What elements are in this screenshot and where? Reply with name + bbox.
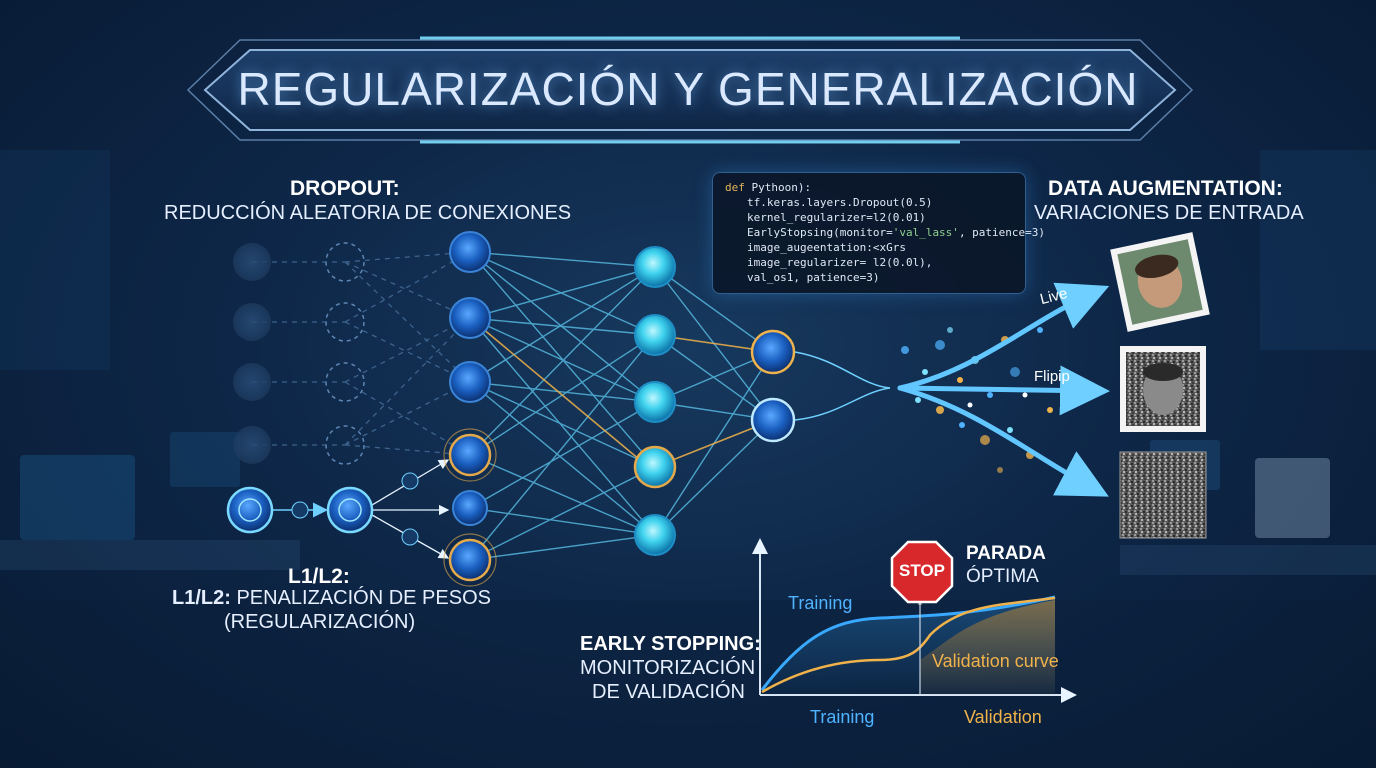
dropped-node [233,426,271,464]
code-line-1-rest: Pythoon): [744,181,812,194]
neural-node [448,538,492,582]
augmented-image-rotated [1110,232,1210,332]
augmentation-arrows [897,282,1110,497]
code-keyword: def [725,181,745,194]
curve-validation-label: Validation curve [932,651,1059,671]
code-line-6: image_regularizer= l2(0.0l), [747,256,933,269]
augmentation-heading: DATA AUGMENTATION: [1048,177,1283,200]
optimal-stop-bold: PARADA [966,543,1046,564]
early-stopping-line1: MONITORIZACIÓN [580,657,756,679]
dropped-node [325,425,365,465]
neural-node [448,433,492,477]
neural-node [452,490,488,526]
early-stopping-chart [752,538,1077,703]
neural-node [750,329,796,375]
l1l2-inline-rest: PENALIZACIÓN DE PESOS [230,587,491,609]
code-snippet-panel: def Pythoon): tf.keras.layers.Dropout(0.… [712,172,1045,294]
dropped-node [325,302,365,342]
dropped-node [233,243,271,281]
l1l2-heading: L1/L2: [288,565,350,588]
dropped-node [233,363,271,401]
augmentation-arrow-label-2: Flipip [1034,368,1070,385]
noise-image-icon [1119,451,1207,539]
code-line-7: val_os1, patience=3) [747,271,880,284]
code-line-4-a: EarlyStopsing(monitor= [747,226,893,239]
stop-sign-icon [890,540,954,604]
code-line-4: EarlyStopsing(monitor='val_lass', patien… [747,226,1045,239]
optimal-stop-rest: ÓPTIMA [966,566,1039,587]
weight-icon [291,501,309,519]
validation-curve [761,596,1056,694]
hidden-layer-2 [633,246,677,556]
axis-training-label: Training [810,707,875,727]
title-banner [186,36,1194,144]
neural-node [634,314,676,356]
neural-node [634,381,676,423]
code-string: 'val_lass' [892,226,959,239]
stop-sign-label: STOP [899,561,945,580]
neural-node [750,397,796,443]
early-stopping-line2: DE VALIDACIÓN [592,681,745,703]
arrow-icon [897,385,1109,497]
neural-node [449,297,491,339]
code-line-3: kernel_regularizer=l2(0.01) [747,211,926,224]
axis-validation-label: Validation [964,707,1042,727]
output-layer [750,329,891,443]
page-title: REGULARIZACIÓN Y GENERALIZACIÓN [237,63,1139,115]
code-line-5: image_augeentation:<xGrs [747,241,906,254]
l1l2-line2: (REGULARIZACIÓN) [224,611,416,633]
neural-node [633,445,677,489]
neural-node [634,514,676,556]
l1l2-chain [226,459,450,559]
code-line-4-b: , patience=3) [958,226,1046,239]
dropout-heading: DROPOUT: [290,177,400,200]
network-connections-orange [469,317,775,468]
code-line-2: tf.keras.layers.Dropout(0.5) [747,196,933,209]
dropped-node [233,303,271,341]
input-node [326,486,374,534]
curve-training-label: Training [788,593,853,613]
code-line-1: def Pythoon): [725,181,811,194]
neural-node [634,246,676,288]
weight-icon [401,528,419,546]
neural-node [449,231,491,273]
training-curve [760,595,1056,691]
weight-icon [401,472,419,490]
early-stopping-heading: EARLY STOPPING: [580,633,761,655]
neural-node [449,361,491,403]
network-connections [469,251,774,561]
augmented-image-noise [1119,451,1207,539]
arrow-icon [897,282,1110,391]
dropout-subtitle: REDUCCIÓN ALEATORIA DE CONEXIONES [164,202,572,224]
l1l2-description: L1/L2: PENALIZACIÓN DE PESOS [172,587,491,610]
augmented-image-grayscale [1120,346,1206,432]
arrow-icon [897,365,1110,416]
augmentation-subtitle: VARIACIONES DE ENTRADA [1034,202,1304,224]
dropout-dropped-layer [233,242,471,465]
dropped-node [325,362,365,402]
input-node [226,486,274,534]
l1l2-inline-bold: L1/L2: [172,587,231,609]
hidden-layer-1 [443,231,497,587]
dropped-node [325,242,365,282]
